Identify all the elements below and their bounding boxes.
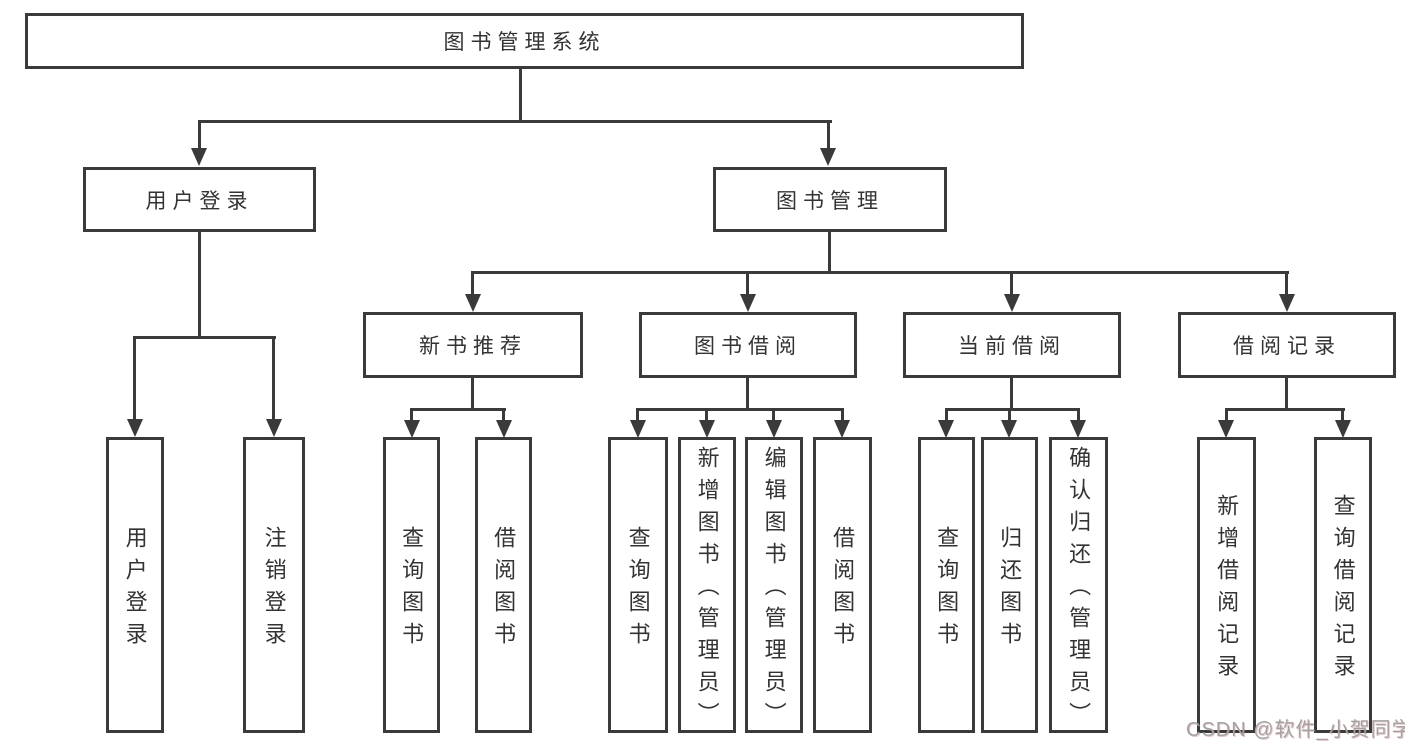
connector-drop-current-confirm [1077, 408, 1080, 422]
leaf-recommend-query-books: 查询图书 [383, 437, 440, 733]
arrowhead-leaf-user-login [127, 419, 143, 437]
leaf-current-query-books-label: 查询图书 [934, 526, 960, 654]
arrowhead-records-add [1218, 420, 1234, 438]
connector-records-bus [1225, 408, 1345, 411]
leaf-current-confirm-return-admin-label: 确认归还（管理员） [1066, 446, 1092, 734]
leaf-current-query-books: 查询图书 [918, 437, 975, 733]
connector-newbook-stem [471, 378, 474, 410]
connector-level1-bus [198, 120, 832, 123]
leaf-borrowing-add-books-admin: 新增图书（管理员） [678, 437, 736, 734]
arrowhead-recommend-query [404, 420, 420, 438]
leaf-records-query-record-label: 查询借阅记录 [1330, 494, 1356, 686]
connector-level2-bus [471, 271, 1289, 274]
arrowhead-user-login [191, 148, 207, 166]
arrowhead-borrowing-records [1279, 294, 1295, 312]
leaf-recommend-query-books-label: 查询图书 [399, 526, 425, 654]
leaf-records-add-record-label: 新增借阅记录 [1214, 494, 1240, 686]
arrowhead-current-query [938, 420, 954, 438]
connector-root-stem [519, 69, 522, 120]
connector-drop-records-query [1341, 408, 1344, 422]
node-library-system: 图书管理系统 [25, 13, 1024, 69]
connector-newbook-bus [410, 408, 506, 411]
node-book-management: 图书管理 [713, 167, 947, 232]
leaf-user-login: 用户登录 [106, 437, 164, 733]
connector-drop-user-login [198, 120, 201, 151]
leaf-borrowing-edit-books-admin-label: 编辑图书（管理员） [761, 446, 787, 734]
leaf-borrowing-borrow-books-label: 借阅图书 [830, 526, 856, 654]
leaf-current-return-books-label: 归还图书 [997, 526, 1023, 654]
arrowhead-book-management [820, 148, 836, 166]
connector-drop-borrowing-records [1285, 271, 1288, 297]
connector-records-stem [1285, 378, 1288, 410]
node-borrowing-records: 借阅记录 [1178, 312, 1396, 378]
leaf-records-add-record: 新增借阅记录 [1197, 437, 1256, 733]
arrowhead-borrowing-query [630, 420, 646, 438]
connector-drop-new-book [471, 271, 474, 297]
connector-drop-recommend-query [410, 408, 413, 422]
leaf-borrowing-borrow-books: 借阅图书 [813, 437, 872, 733]
arrowhead-borrowing-add [699, 420, 715, 438]
leaf-user-login-label: 用户登录 [122, 526, 148, 654]
connector-drop-leaf-user-login [133, 336, 136, 421]
connector-borrowing-stem [746, 378, 749, 410]
leaf-borrowing-add-books-admin-label: 新增图书（管理员） [694, 446, 720, 734]
connector-borrowing-bus [636, 408, 844, 411]
arrowhead-records-query [1335, 420, 1351, 438]
connector-drop-current-return [1008, 408, 1011, 422]
leaf-current-return-books: 归还图书 [981, 437, 1038, 733]
connector-drop-borrowing-query [636, 408, 639, 422]
connector-drop-current-borrowing [1010, 271, 1013, 297]
arrowhead-book-borrowing [740, 294, 756, 312]
connector-drop-borrowing-borrow [841, 408, 844, 422]
leaf-borrowing-query-books-label: 查询图书 [625, 526, 651, 654]
connector-drop-records-add [1225, 408, 1228, 422]
arrowhead-new-book [465, 294, 481, 312]
connector-drop-book-borrowing [746, 271, 749, 297]
leaf-logout-login-label: 注销登录 [261, 526, 287, 654]
connector-drop-book-management [827, 120, 830, 151]
node-user-login: 用户登录 [83, 167, 316, 232]
arrowhead-leaf-logout [266, 419, 282, 437]
connector-drop-leaf-logout [272, 336, 275, 421]
connector-login-stem [198, 232, 201, 336]
leaf-borrowing-edit-books-admin: 编辑图书（管理员） [745, 437, 803, 734]
arrowhead-current-confirm [1070, 420, 1086, 438]
arrowhead-borrowing-borrow [834, 420, 850, 438]
leaf-recommend-borrow-books: 借阅图书 [475, 437, 532, 733]
leaf-borrowing-query-books: 查询图书 [608, 437, 668, 733]
leaf-records-query-record: 查询借阅记录 [1314, 437, 1372, 733]
connector-drop-borrowing-add [705, 408, 708, 422]
node-current-borrowing: 当前借阅 [903, 312, 1121, 378]
arrowhead-recommend-borrow [496, 420, 512, 438]
connector-current-bus [945, 408, 1080, 411]
connector-management-stem [828, 232, 831, 273]
connector-drop-borrowing-edit [772, 408, 775, 422]
connector-current-stem [1010, 378, 1013, 410]
connector-drop-recommend-borrow [502, 408, 505, 422]
leaf-logout-login: 注销登录 [243, 437, 305, 733]
leaf-current-confirm-return-admin: 确认归还（管理员） [1049, 437, 1108, 734]
arrowhead-borrowing-edit [766, 420, 782, 438]
node-new-book-recommendation: 新书推荐 [363, 312, 583, 378]
connector-login-bus [133, 336, 276, 339]
arrowhead-current-borrowing [1004, 294, 1020, 312]
node-book-borrowing: 图书借阅 [639, 312, 857, 378]
arrowhead-current-return [1001, 420, 1017, 438]
leaf-recommend-borrow-books-label: 借阅图书 [491, 526, 517, 654]
connector-drop-current-query [945, 408, 948, 422]
csdn-watermark: CSDN @软件_小贺同学 [1186, 719, 1405, 741]
